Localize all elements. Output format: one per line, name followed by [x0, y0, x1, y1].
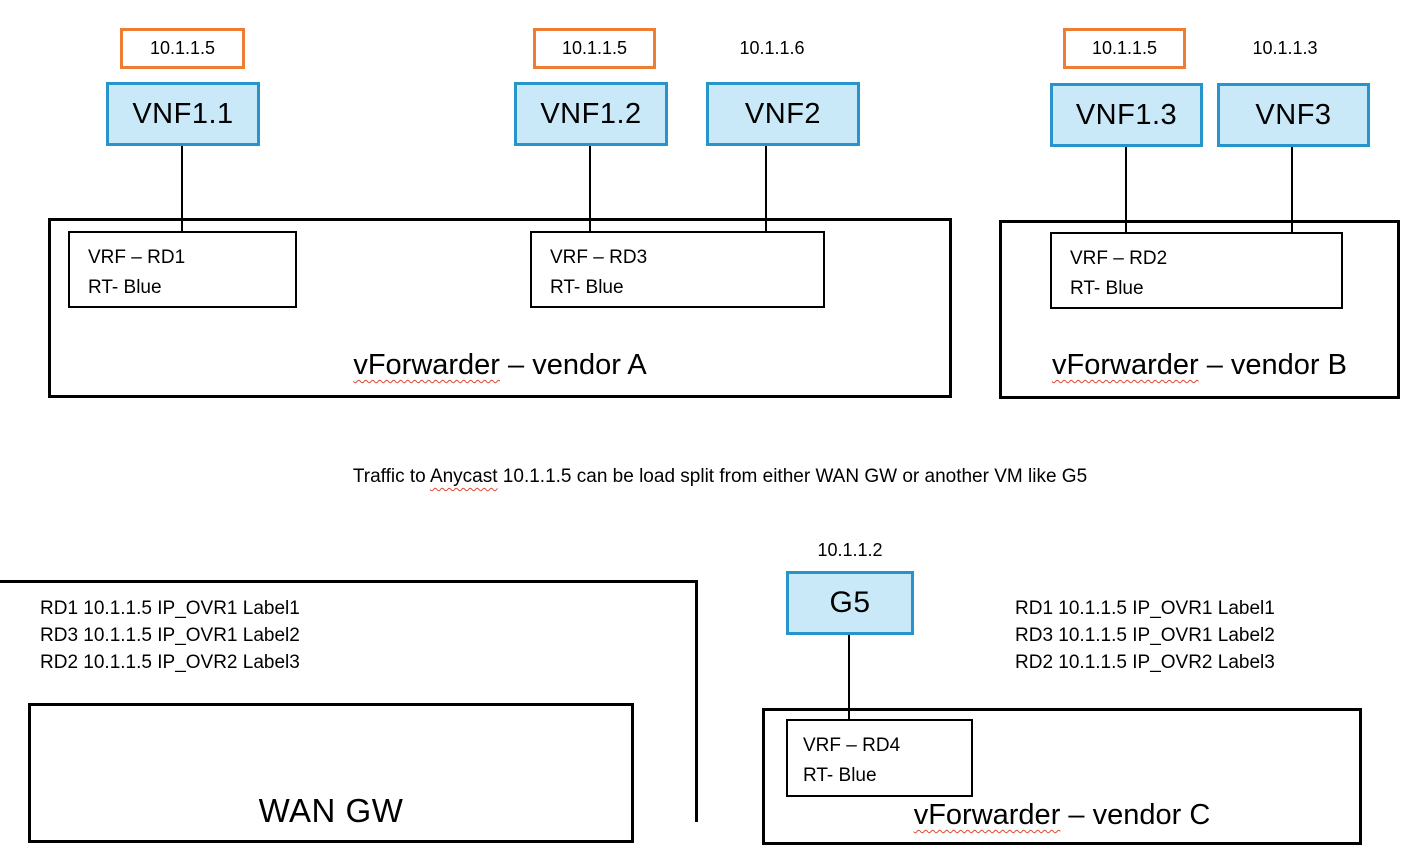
wan-gw-routes: RD1 10.1.1.5 IP_OVR1 Label1 RD3 10.1.1.5…	[40, 595, 300, 676]
vnf13-node: VNF1.3	[1050, 83, 1203, 147]
traffic-caption-word: Anycast	[429, 466, 498, 487]
vforwarder-c-title: vForwarder – vendor C	[762, 796, 1362, 834]
wan-gw-outer-boundary	[0, 580, 698, 822]
wan-gw-route-3: RD2 10.1.1.5 IP_OVR2 Label3	[40, 652, 300, 673]
vforwarder-b-title-word: vForwarder	[1052, 349, 1199, 381]
wan-gw-route-1: RD1 10.1.1.5 IP_OVR1 Label1	[40, 598, 300, 619]
anycast-ip-box-vnf11: 10.1.1.5	[120, 28, 245, 69]
g5-node: G5	[786, 571, 914, 635]
vrf-rd3-line1: VRF – RD3	[550, 247, 648, 268]
vrf-rd4-line2: RT- Blue	[803, 765, 877, 786]
anycast-ip-label: 10.1.1.5	[149, 38, 216, 58]
vnf12-node: VNF1.2	[514, 82, 668, 146]
vnf12-label: VNF1.2	[540, 97, 642, 130]
g5-label: G5	[829, 586, 871, 619]
vrf-rd1-box: VRF – RD1 RT- Blue	[68, 231, 297, 308]
vrf-rd2-line1: VRF – RD2	[1070, 248, 1168, 269]
anycast-ip-box-vnf12: 10.1.1.5	[533, 28, 656, 69]
vrf-rd1-line1: VRF – RD1	[88, 247, 186, 268]
vforwarder-c-title-word: vForwarder	[913, 799, 1061, 831]
vforwarder-b-title-rest: – vendor B	[1198, 349, 1347, 381]
anycast-ip-box-vnf13: 10.1.1.5	[1063, 28, 1186, 69]
ip-label-vnf2: 10.1.1.6	[739, 38, 805, 58]
vforwarder-a-title-word: vForwarder	[353, 349, 500, 381]
traffic-caption: Traffic to Anycast 10.1.1.5 can be load …	[280, 466, 1160, 488]
anycast-ip-label: 10.1.1.5	[561, 38, 628, 58]
traffic-caption-post: 10.1.1.5 can be load split from either W…	[497, 466, 1088, 487]
vrf-rd2-line2: RT- Blue	[1070, 278, 1144, 299]
vforwarder-a-title: vForwarder – vendor A	[48, 346, 952, 384]
vforwarder-a-title-rest: – vendor A	[499, 349, 647, 381]
vrf-rd3-box: VRF – RD3 RT- Blue	[530, 231, 825, 308]
vendor-c-routes: RD1 10.1.1.5 IP_OVR1 Label1 RD3 10.1.1.5…	[1015, 595, 1275, 676]
vnf3-label: VNF3	[1255, 98, 1332, 131]
vnf11-node: VNF1.1	[106, 82, 260, 146]
vrf-rd1-line2: RT- Blue	[88, 277, 162, 298]
vforwarder-c-title-rest: – vendor C	[1060, 799, 1211, 831]
vnf3-node: VNF3	[1217, 83, 1370, 147]
connector-vnf11-vrf-rd1	[181, 146, 183, 231]
vforwarder-b-title: vForwarder – vendor B	[999, 346, 1400, 384]
wan-gw-label: WAN GW	[258, 792, 404, 829]
wan-gw-route-2: RD3 10.1.1.5 IP_OVR1 Label2	[40, 625, 300, 646]
vforwarder-a-box	[48, 218, 952, 398]
ip-label-vnf3: 10.1.1.3	[1252, 38, 1318, 58]
vrf-rd4-line1: VRF – RD4	[803, 735, 901, 756]
vforwarder-c-box	[762, 708, 1362, 845]
vrf-rd2-box: VRF – RD2 RT- Blue	[1050, 232, 1343, 309]
vendor-c-route-1: RD1 10.1.1.5 IP_OVR1 Label1	[1015, 598, 1275, 619]
connector-vnf2-vrf-rd3	[765, 146, 767, 231]
vnf13-label: VNF1.3	[1075, 98, 1178, 131]
vendor-c-route-2: RD3 10.1.1.5 IP_OVR1 Label2	[1015, 625, 1275, 646]
wan-gw-box: WAN GW	[28, 703, 634, 843]
connector-vnf12-vrf-rd3	[589, 146, 591, 231]
vrf-rd3-line2: RT- Blue	[550, 277, 624, 298]
vforwarder-b-box	[999, 220, 1400, 399]
vnf11-label: VNF1.1	[132, 97, 234, 130]
traffic-caption-pre: Traffic to	[352, 466, 430, 487]
vnf2-node: VNF2	[706, 82, 860, 146]
vnf2-label: VNF2	[744, 97, 822, 130]
connector-vnf3-vrf-rd2	[1291, 147, 1293, 232]
vendor-c-route-3: RD2 10.1.1.5 IP_OVR2 Label3	[1015, 652, 1275, 673]
ip-label-g5: 10.1.1.2	[817, 540, 883, 560]
vrf-rd4-box: VRF – RD4 RT- Blue	[786, 719, 973, 797]
connector-vnf13-vrf-rd2	[1125, 147, 1127, 232]
anycast-ip-label: 10.1.1.5	[1091, 38, 1158, 58]
connector-g5-vrf-rd4	[848, 635, 850, 719]
